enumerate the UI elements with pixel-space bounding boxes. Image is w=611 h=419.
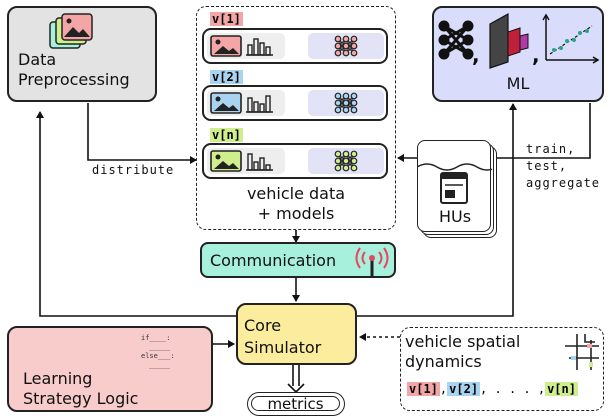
svg-text:,: ,: [532, 43, 540, 67]
road-network-icon: [565, 334, 599, 370]
core-to-preprocessing-arrow: [36, 111, 236, 317]
test-label: test,: [526, 159, 568, 173]
vehicle-tag-n: v[n]: [210, 128, 243, 142]
ml-box: , , ML: [432, 6, 604, 102]
metrics-label: metrics: [267, 395, 324, 413]
data-preprocessing-box: Data Preprocessing: [7, 6, 157, 102]
distribute-label: distribute: [92, 163, 175, 177]
communication-label: Communication: [210, 251, 337, 270]
hus-box: HUs: [417, 140, 492, 232]
bar-chart-icon: [247, 95, 271, 113]
communication-box: Communication: [200, 242, 396, 278]
vehicle-tag-2: v[2]: [210, 70, 243, 84]
vehicle-tag-1: v[1]: [210, 12, 243, 26]
wavy-edge: [418, 163, 492, 171]
learning-label-line2: Strategy Logic: [23, 389, 139, 408]
learning-label-line1: Learning: [23, 369, 93, 388]
code-if: if____:: [141, 334, 171, 342]
aggregate-label: aggregate: [526, 176, 601, 190]
antenna-icon: [355, 247, 389, 276]
ml-label: ML: [506, 74, 530, 93]
vehicle-row-n: [202, 143, 388, 179]
core-label-line2: Simulator: [244, 338, 322, 357]
layers-icon: [489, 12, 529, 69]
vehicle-row-2: [202, 85, 388, 121]
neural-net-icon: [438, 20, 474, 60]
core-simulator-box: Core Simulator: [236, 303, 357, 365]
bar-chart-icon: [247, 153, 271, 171]
core-label-line1: Core: [244, 316, 282, 335]
vehicle-panel-label-line2: + models: [257, 204, 335, 223]
neural-network-icon: [334, 92, 358, 114]
core-metrics-arrow: [287, 383, 305, 394]
learning-strategy-box: if____: _____ else___: _____ Learning St…: [7, 326, 213, 412]
spatial-tag-n: v[n]: [545, 382, 578, 396]
bar-chart-icon: [247, 38, 271, 56]
preprocessing-label-line1: Data: [18, 50, 57, 69]
spatial-label-line1: vehicle spatial: [405, 332, 521, 351]
distribute-arrow: [87, 103, 197, 164]
ml-icons: , ,: [438, 12, 600, 69]
image-icon: [210, 35, 273, 57]
vehicle-panel-label-line1: vehicle data: [246, 184, 346, 203]
metrics-box: metrics: [247, 392, 345, 416]
neural-network-icon: [334, 150, 358, 172]
image-stack-icon: [49, 13, 93, 49]
spatial-tag-1: v[1]: [407, 382, 440, 396]
preprocessing-label-line2: Preprocessing: [18, 70, 130, 89]
vehicle-row-1: [202, 28, 388, 64]
train-label: train,: [526, 142, 576, 156]
scatter-plot-icon: [542, 13, 600, 64]
neural-network-icon: [334, 35, 358, 57]
device-icon: [440, 172, 468, 204]
core-to-ml-arrow: [357, 103, 517, 317]
spatial-tag-2: v[2]: [447, 382, 481, 396]
svg-text:,: ,: [472, 43, 480, 67]
spatial-dynamics-box: vehicle spatial dynamics v[1],v[2], . . …: [400, 327, 604, 411]
spatial-label-line2: dynamics: [405, 352, 482, 371]
image-icon: [210, 92, 273, 114]
image-icon: [210, 150, 273, 172]
code-else: else___:: [141, 352, 175, 360]
hus-label: HUs: [438, 207, 472, 226]
